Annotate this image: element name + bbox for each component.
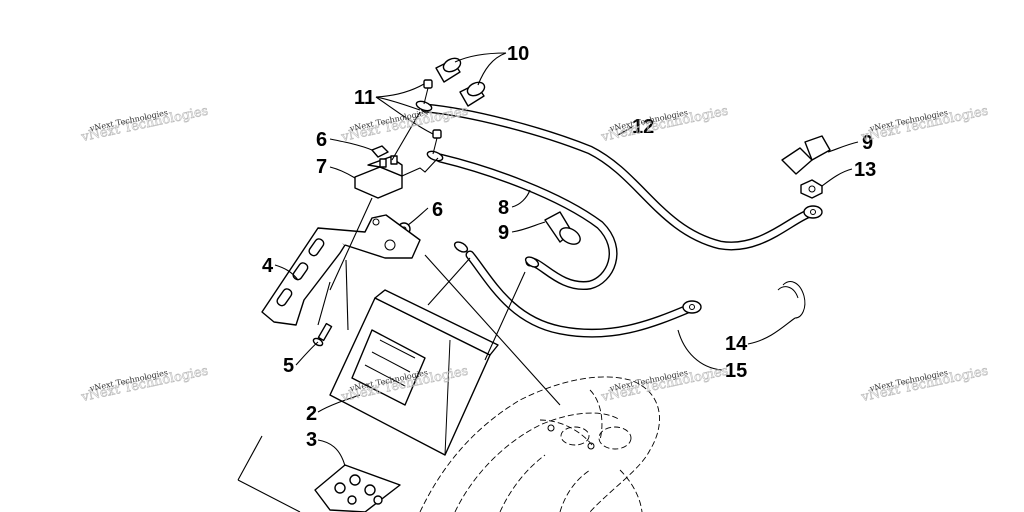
callout-labels: 10 11 12 6 7 6 8 9 9 13 4 5 2 3 14 15 — [262, 43, 876, 451]
cable-8 — [435, 153, 618, 290]
callout-7: 7 — [316, 156, 327, 178]
callout-10: 10 — [507, 43, 529, 65]
callout-9-left: 9 — [498, 222, 509, 244]
battery-2 — [329, 289, 499, 456]
watermarks: vNext Technologies vNext Technologies vN… — [79, 103, 990, 405]
vehicle-body-outline — [419, 376, 660, 512]
callout-13: 13 — [854, 159, 876, 181]
cable-12 — [420, 103, 823, 251]
callout-3: 3 — [306, 429, 317, 451]
nut-11 — [423, 79, 442, 155]
callout-9-right: 9 — [862, 132, 873, 154]
callout-6-upper: 6 — [316, 129, 327, 151]
cable-15 — [465, 250, 702, 338]
terminal-boot-10 — [435, 57, 486, 107]
bracket-4 — [261, 214, 421, 326]
bolt-5 — [312, 322, 333, 347]
nut-13 — [800, 179, 823, 199]
ring-terminals — [415, 100, 540, 268]
callout-14: 14 — [725, 333, 748, 355]
callout-15: 15 — [725, 360, 747, 382]
relay-7 — [354, 155, 403, 199]
clamp-14 — [777, 281, 806, 319]
callout-2: 2 — [306, 403, 317, 425]
callout-6-lower: 6 — [432, 199, 443, 221]
callout-8: 8 — [498, 197, 509, 219]
boot-9 — [544, 135, 831, 245]
leader-lines — [237, 52, 859, 512]
callout-12: 12 — [632, 116, 654, 138]
callout-11: 11 — [354, 87, 375, 109]
callout-5: 5 — [283, 355, 294, 377]
hardware-kit-3 — [314, 464, 401, 512]
callout-4: 4 — [262, 255, 274, 277]
